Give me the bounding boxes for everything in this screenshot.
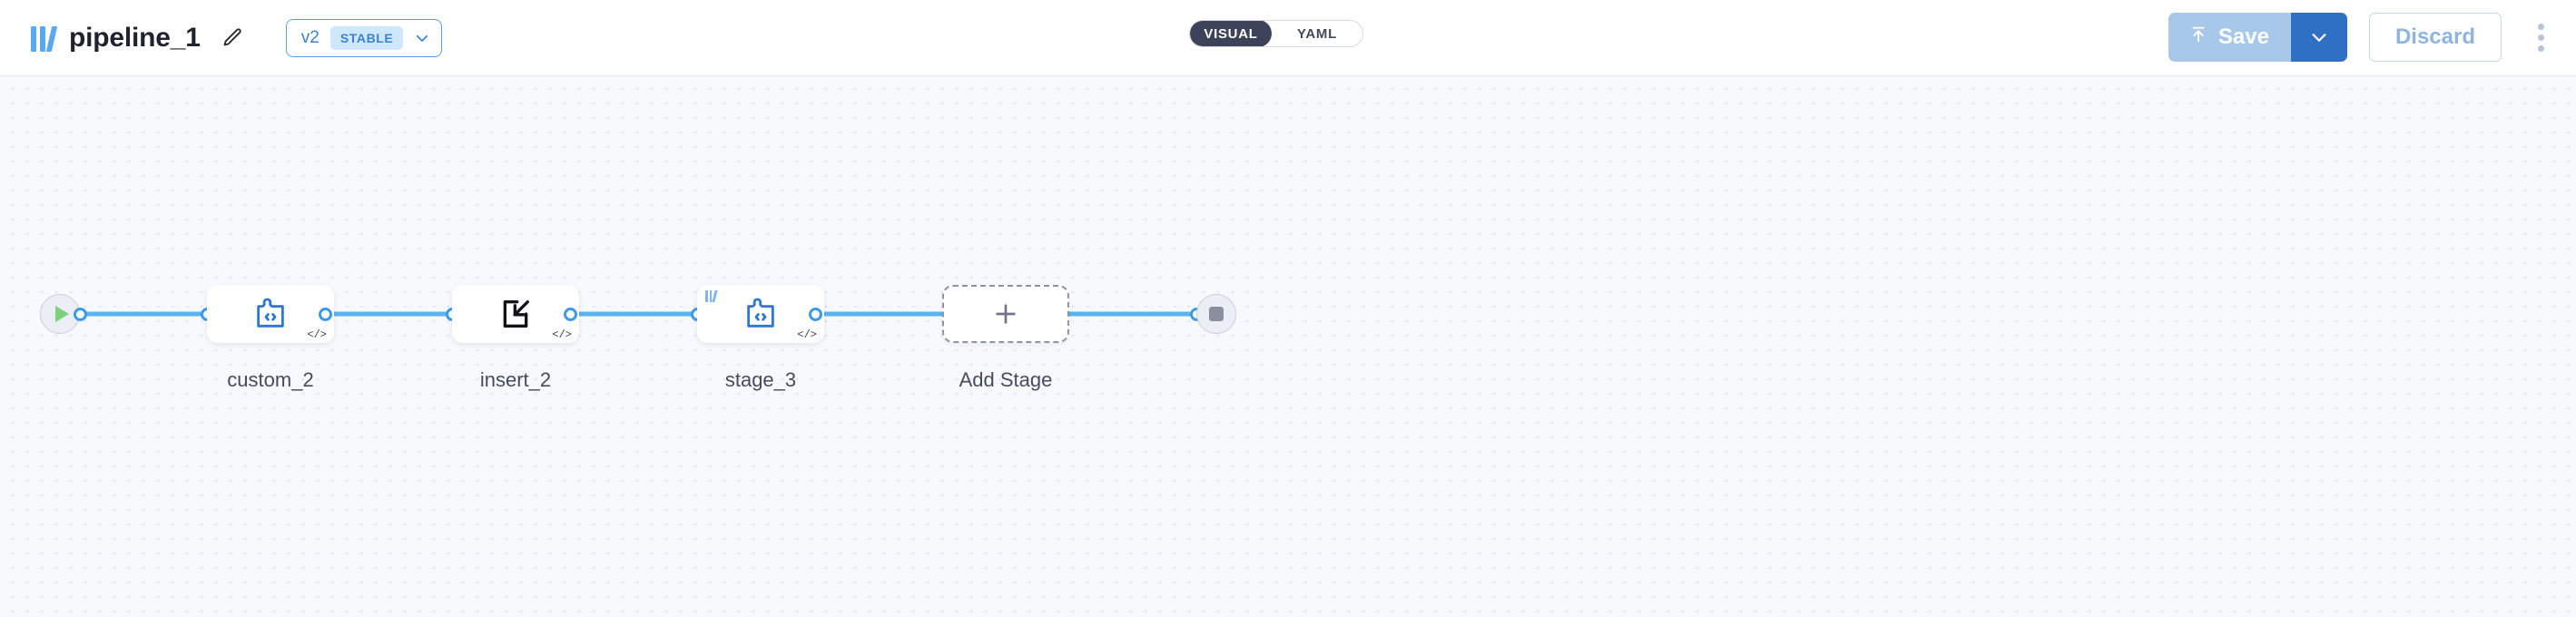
start-node[interactable] bbox=[40, 294, 80, 334]
shared-stage-badge-icon bbox=[705, 290, 718, 302]
mode-toggle[interactable]: VISUAL YAML bbox=[1189, 20, 1363, 47]
bars-logo-icon bbox=[31, 24, 58, 52]
discard-button-label: Discard bbox=[2394, 24, 2475, 49]
stage-node-custom_2[interactable]: </> bbox=[207, 285, 334, 343]
version-label: v2 bbox=[300, 27, 320, 47]
status-badge: STABLE bbox=[329, 25, 404, 50]
discard-button[interactable]: Discard bbox=[2368, 13, 2502, 62]
code-badge: </> bbox=[307, 328, 327, 341]
port-custom2-out[interactable] bbox=[319, 308, 332, 321]
save-button-label: Save bbox=[2217, 24, 2269, 49]
stage-node-stage_3[interactable]: </> bbox=[697, 285, 824, 343]
stop-icon bbox=[1209, 307, 1224, 321]
version-selector[interactable]: v2 STABLE bbox=[285, 18, 443, 57]
chevron-down-icon bbox=[414, 30, 430, 46]
save-button[interactable]: Save bbox=[2168, 13, 2291, 62]
pipeline-edges bbox=[77, 311, 1199, 317]
play-icon bbox=[54, 306, 69, 322]
tab-yaml[interactable]: YAML bbox=[1297, 25, 1337, 42]
code-badge: </> bbox=[552, 328, 572, 341]
insert-arrow-icon bbox=[503, 300, 529, 328]
page-title: pipeline_1 bbox=[69, 22, 201, 53]
port-insert2-out[interactable] bbox=[564, 308, 577, 321]
add-stage-label: Add Stage bbox=[959, 368, 1053, 391]
stage-node-insert_2[interactable]: </> bbox=[452, 285, 579, 343]
app-header: pipeline_1 v2 STABLE VISUAL YAML Save bbox=[0, 0, 2576, 76]
pencil-icon[interactable] bbox=[219, 24, 246, 52]
upload-icon bbox=[2188, 24, 2208, 51]
port-stage3-out[interactable] bbox=[809, 308, 822, 321]
header-actions: Save Discard bbox=[2168, 13, 2556, 62]
pipeline-canvas[interactable]: </> custom_2 </> insert_2 </> bbox=[0, 76, 2576, 617]
save-button-group: Save bbox=[2168, 13, 2347, 62]
port-start-out[interactable] bbox=[74, 308, 87, 321]
end-node[interactable] bbox=[1196, 294, 1236, 334]
plus-icon bbox=[996, 304, 1016, 324]
save-dropdown-button[interactable] bbox=[2290, 13, 2347, 62]
stage-label-stage_3: stage_3 bbox=[724, 368, 797, 391]
brand: pipeline_1 bbox=[31, 23, 246, 54]
stage-label-custom_2: custom_2 bbox=[227, 368, 314, 391]
kebab-menu-icon[interactable] bbox=[2525, 13, 2556, 62]
add-stage-button[interactable] bbox=[942, 285, 1069, 343]
puzzle-code-icon bbox=[257, 298, 284, 328]
puzzle-code-icon bbox=[747, 298, 774, 328]
stage-label-insert_2: insert_2 bbox=[479, 368, 552, 391]
code-badge: </> bbox=[797, 328, 817, 341]
pipeline-flow: </> custom_2 </> insert_2 </> bbox=[0, 76, 2576, 617]
tab-visual[interactable]: VISUAL bbox=[1190, 21, 1272, 46]
